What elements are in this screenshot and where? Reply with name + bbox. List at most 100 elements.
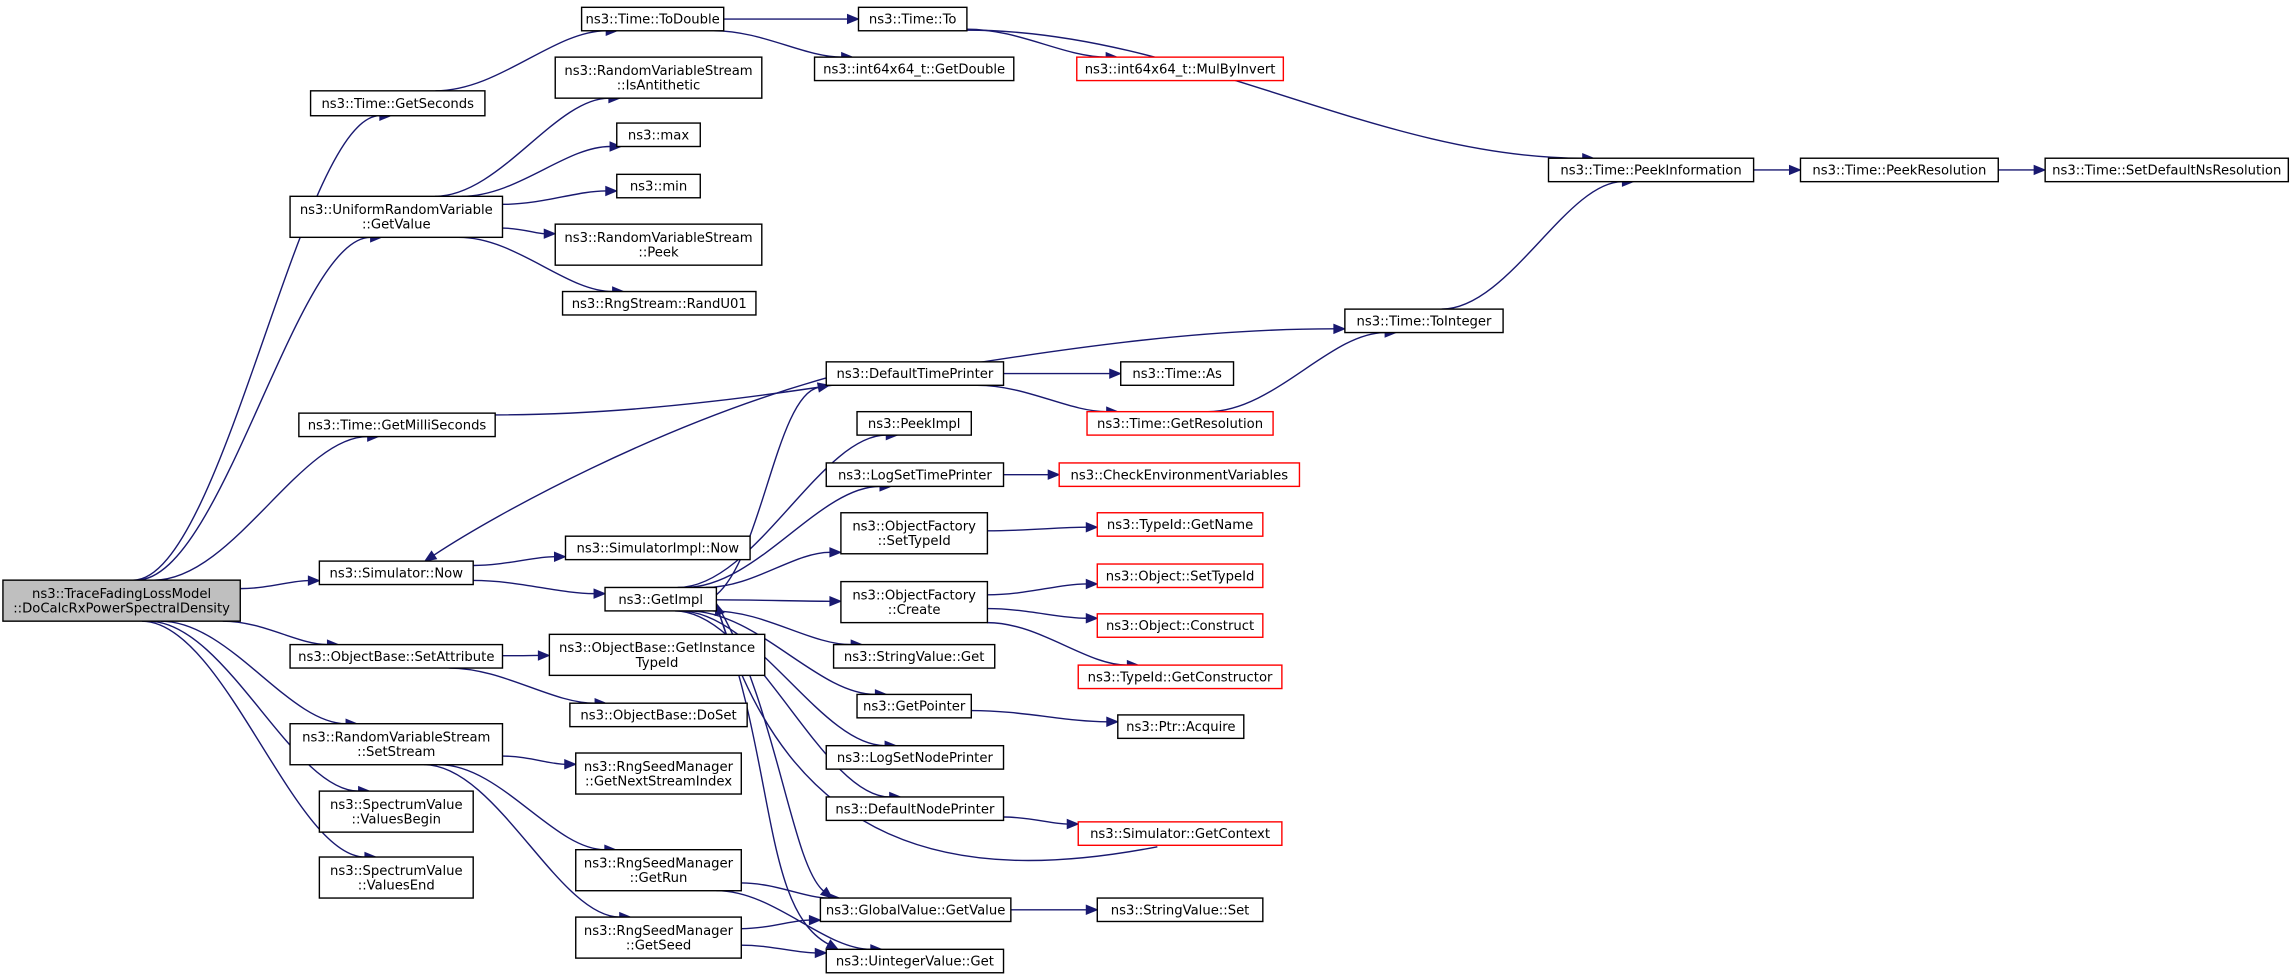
- node-label: ns3::Time::As: [1132, 367, 1222, 382]
- node-ob-set-attribute[interactable]: ns3::ObjectBase::SetAttribute: [289, 643, 504, 669]
- edge-line: [715, 386, 819, 596]
- node-log-set-time-printer[interactable]: ns3::LogSetTimePrinter: [825, 462, 1005, 488]
- node-simulator-now[interactable]: ns3::Simulator::Now: [318, 560, 474, 586]
- edge-get-impl-to-of-create: [716, 596, 843, 607]
- node-of-create[interactable]: ns3::ObjectFactory::Create: [840, 580, 989, 624]
- node-box: [819, 897, 1012, 923]
- node-box: [289, 723, 504, 766]
- node-ns3-max[interactable]: ns3::max: [616, 122, 701, 148]
- node-default-time-printer[interactable]: ns3::DefaultTimePrinter: [825, 361, 1005, 386]
- node-label: ns3::UniformRandomVariable: [300, 203, 493, 218]
- node-ptr-acquire[interactable]: ns3::Ptr::Acquire: [1117, 714, 1245, 740]
- node-label: ::GetNextStreamIndex: [585, 774, 732, 789]
- edge-line: [473, 556, 555, 567]
- node-mul-by-invert[interactable]: ns3::int64x64_t::MulByInvert: [1076, 56, 1285, 82]
- node-label: ::IsAntithetic: [617, 79, 701, 94]
- node-rvs-set-stream[interactable]: ns3::RandomVariableStream::SetStream: [289, 723, 504, 766]
- node-set-default-ns-resolution[interactable]: ns3::Time::SetDefaultNsResolution: [2044, 157, 2290, 183]
- node-rsm-get-next-stream-index[interactable]: ns3::RngSeedManager::GetNextStreamIndex: [575, 752, 742, 795]
- node-box: [1547, 157, 1755, 183]
- node-label: ns3::GetImpl: [618, 593, 703, 608]
- node-box: [575, 752, 742, 795]
- node-ob-do-set[interactable]: ns3::ObjectBase::DoSet: [569, 702, 748, 728]
- node-box: [856, 410, 972, 436]
- node-typeid-get-name[interactable]: ns3::TypeId::GetName: [1096, 512, 1264, 537]
- node-object-construct[interactable]: ns3::Object::Construct: [1096, 613, 1264, 638]
- node-to-double[interactable]: ns3::Time::ToDouble: [580, 6, 725, 32]
- edge-line: [473, 579, 595, 595]
- node-uinteger-value-get[interactable]: ns3::UintegerValue::Get: [825, 948, 1005, 974]
- node-string-value-get[interactable]: ns3::StringValue::Get: [832, 643, 996, 669]
- node-label: ns3::RngSeedManager: [584, 924, 734, 939]
- arrowhead: [1085, 904, 1099, 916]
- node-get-impl[interactable]: ns3::GetImpl: [604, 586, 718, 612]
- node-box: [318, 560, 474, 586]
- edge-line: [222, 620, 328, 646]
- edge-simulator-now-to-simulator-impl-now: [473, 551, 567, 567]
- arrowhead: [423, 550, 438, 562]
- node-simulator-get-context[interactable]: ns3::Simulator::GetContext: [1077, 821, 1283, 847]
- node-typeid-get-constructor[interactable]: ns3::TypeId::GetConstructor: [1077, 664, 1283, 690]
- node-get-seconds[interactable]: ns3::Time::GetSeconds: [309, 90, 486, 117]
- node-box: [575, 916, 742, 959]
- nodes-layer: ns3::TraceFadingLossModel::DoCalcRxPower…: [2, 6, 2290, 974]
- edge-get-resolution-to-to-integer: [1207, 327, 1398, 413]
- node-check-env-vars[interactable]: ns3::CheckEnvironmentVariables: [1058, 462, 1301, 488]
- node-box: [857, 6, 968, 32]
- node-rvs-peek[interactable]: ns3::RandomVariableStream::Peek: [554, 223, 763, 266]
- node-int64-get-double[interactable]: ns3::int64x64_t::GetDouble: [813, 56, 1015, 82]
- node-ns3-min[interactable]: ns3::min: [616, 173, 701, 199]
- node-box: [840, 512, 989, 555]
- edge-rvs-set-stream-to-rsm-get-next-stream-index: [502, 755, 578, 770]
- node-root[interactable]: ns3::TraceFadingLossModel::DoCalcRxPower…: [2, 579, 241, 622]
- node-sv-values-begin[interactable]: ns3::SpectrumValue::ValuesBegin: [318, 790, 474, 833]
- node-box: [1096, 512, 1264, 537]
- edge-line: [684, 485, 880, 589]
- edge-time-to-to-peek-information: [966, 29, 1596, 164]
- node-get-pointer[interactable]: ns3::GetPointer: [856, 693, 972, 719]
- edge-line: [674, 610, 890, 798]
- node-box: [575, 849, 742, 892]
- node-default-node-printer[interactable]: ns3::DefaultNodePrinter: [825, 796, 1005, 822]
- node-label: ns3::Time::GetMilliSeconds: [308, 418, 487, 433]
- edge-line: [141, 620, 365, 858]
- node-string-value-set[interactable]: ns3::StringValue::Set: [1096, 897, 1264, 923]
- edge-line: [677, 434, 887, 589]
- node-label: ns3::ObjectBase::SetAttribute: [298, 650, 494, 665]
- node-box: [548, 633, 766, 677]
- node-rsm-get-seed[interactable]: ns3::RngSeedManager::GetSeed: [575, 916, 742, 959]
- node-time-to[interactable]: ns3::Time::To: [857, 6, 968, 32]
- node-get-resolution[interactable]: ns3::Time::GetResolution: [1086, 410, 1274, 436]
- arrowhead: [1047, 469, 1061, 480]
- node-to-integer[interactable]: ns3::Time::ToInteger: [1344, 308, 1504, 334]
- edge-get-pointer-to-ptr-acquire: [971, 709, 1120, 728]
- node-simulator-impl-now[interactable]: ns3::SimulatorImpl::Now: [564, 535, 751, 561]
- node-label: ns3::Object::Construct: [1106, 619, 1254, 634]
- node-sv-values-end[interactable]: ns3::SpectrumValue::ValuesEnd: [318, 856, 474, 899]
- edge-line: [433, 377, 827, 556]
- arrowhead: [564, 759, 578, 770]
- node-is-antithetic[interactable]: ns3::RandomVariableStream::IsAntithetic: [554, 56, 763, 99]
- arrowhead: [1085, 521, 1099, 533]
- node-rsm-get-run[interactable]: ns3::RngSeedManager::GetRun: [575, 849, 742, 892]
- arrowhead: [2033, 164, 2047, 176]
- edge-get-impl-to-log-set-node-printer: [679, 610, 898, 751]
- node-rand-u01[interactable]: ns3::RngStream::RandU01: [561, 290, 757, 316]
- node-time-as[interactable]: ns3::Time::As: [1120, 361, 1235, 386]
- node-peek-impl[interactable]: ns3::PeekImpl: [856, 410, 972, 436]
- node-box: [298, 412, 496, 438]
- node-log-set-node-printer[interactable]: ns3::LogSetNodePrinter: [825, 744, 1005, 770]
- node-peek-resolution[interactable]: ns3::Time::PeekResolution: [1799, 157, 1999, 183]
- node-box: [840, 580, 989, 624]
- node-of-set-type-id[interactable]: ns3::ObjectFactory::SetTypeId: [840, 512, 989, 555]
- node-global-value-get-value[interactable]: ns3::GlobalValue::GetValue: [819, 897, 1012, 923]
- node-object-set-type-id[interactable]: ns3::Object::SetTypeId: [1096, 563, 1264, 589]
- edge-root-to-get-milliseconds: [153, 431, 380, 581]
- edge-line: [1441, 180, 1623, 310]
- node-urv-get-value[interactable]: ns3::UniformRandomVariable::GetValue: [289, 195, 504, 239]
- arrowhead: [593, 588, 607, 599]
- node-get-milliseconds[interactable]: ns3::Time::GetMilliSeconds: [298, 412, 496, 438]
- node-label: ns3::CheckEnvironmentVariables: [1071, 468, 1289, 483]
- node-peek-information[interactable]: ns3::Time::PeekInformation: [1547, 157, 1755, 183]
